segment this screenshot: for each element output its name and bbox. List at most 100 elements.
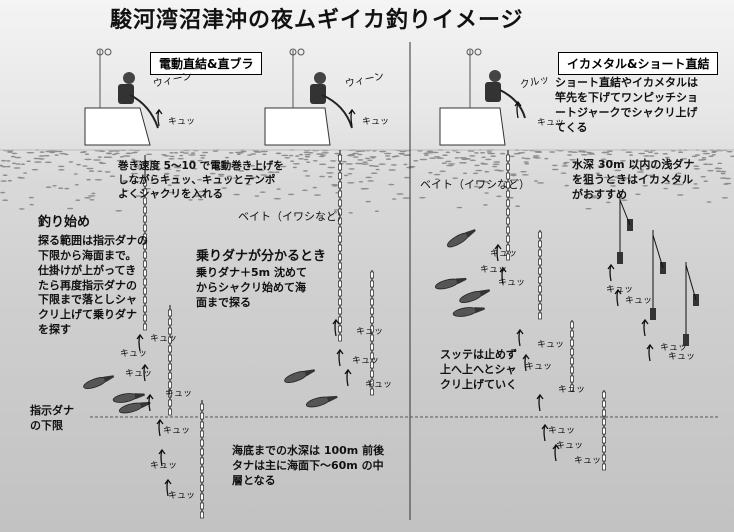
bait-fish [603,176,610,179]
bait-fish [618,179,627,181]
bait-fish [131,158,136,161]
bait-fish [122,179,128,182]
bait-fish [708,163,713,166]
bait-fish [275,152,281,155]
bait-fish [10,155,16,158]
squid-jig [338,289,342,297]
bait-fish [551,168,559,171]
bait-fish [23,172,28,174]
bait-fish [711,151,716,153]
bait-fish [343,174,349,177]
bait-fish [263,175,272,178]
bait-fish [691,155,698,158]
bait-fish [53,150,59,153]
squid-jig [538,267,542,275]
bait-fish [197,194,204,197]
bait-fish [2,199,9,201]
bait-fish [487,152,496,155]
bait-fish [81,151,87,153]
bait-fish [57,165,65,168]
bait-fish [644,150,649,152]
squid [305,395,338,408]
bait-fish [6,165,11,168]
bait-fish [34,161,42,163]
squid-jig [602,409,606,417]
bait-fish [174,166,182,169]
bait-fish [452,177,459,179]
bait-fish [236,153,241,155]
bait-fish [693,183,698,185]
bait-fish [104,171,111,173]
bait-fish [585,207,592,210]
bait-fish [447,163,456,165]
bait-fish [613,176,620,178]
bait-fish [84,197,92,199]
squid-jig [570,348,574,356]
squid-jig [570,339,574,347]
jig-line [685,264,697,301]
bait-fish [396,193,404,195]
bait-fish [723,183,729,185]
bait-fish [484,192,489,194]
bait-fish [663,187,669,190]
bait-fish [250,153,257,155]
bait-fish [701,150,708,153]
bait-fish [234,151,243,154]
bait-fish [347,173,353,175]
squid-jig [338,307,342,315]
up-arrow [522,353,530,372]
up-arrow [164,478,172,497]
squid [284,369,316,383]
bait-fish [580,154,588,156]
bait-fish [38,158,45,160]
bait-fish [600,158,607,161]
jerk-sound-label: キュッ [668,352,696,362]
bait-fish [303,158,309,161]
squid-jig [570,357,574,365]
squid-jig [506,235,510,243]
bait-fish [483,204,488,206]
bait-fish [39,151,45,153]
bait-fish [190,152,196,154]
bait-fish [587,153,596,155]
bait-fish [304,153,311,156]
up-arrow [336,348,344,367]
bait-fish [167,184,172,186]
squid-jig [602,391,606,399]
bait-fish [432,151,439,154]
squid-jig [370,361,374,369]
bait-fish [217,173,225,176]
bait-fish [675,183,684,186]
bait-fish [370,172,378,174]
bait-fish [638,152,646,155]
bait-fish [169,155,175,158]
bait-fish [18,208,25,210]
bait-fish [228,152,234,154]
bait-fish [435,178,440,180]
depth-note: 海底までの水深は 100m 前後 タナは主に海面下〜60m の中 層となる [232,444,385,487]
bait-fish [84,158,92,161]
squid-jig [370,307,374,315]
squid-jig [168,390,172,398]
bait-fish [534,151,543,153]
bait-fish [97,170,103,173]
bait-fish [58,187,64,189]
bait-fish [45,186,52,188]
bait-fish [259,191,266,193]
bait-fish [112,153,117,156]
bait-fish [274,171,280,173]
bait-fish [436,157,444,159]
bait-fish [254,195,260,197]
squid-jig [200,430,204,438]
bait-fish [399,150,407,153]
squid [452,307,485,317]
bait-fish [492,165,498,168]
bait-fish [45,150,52,153]
jerk-sound-label: キュッ [558,385,586,395]
bait-fish [345,163,354,165]
bait-fish [508,196,514,199]
bait-fish [605,201,611,204]
bait-fish [509,155,515,158]
squid-jig [338,298,342,306]
up-arrow [646,343,654,362]
